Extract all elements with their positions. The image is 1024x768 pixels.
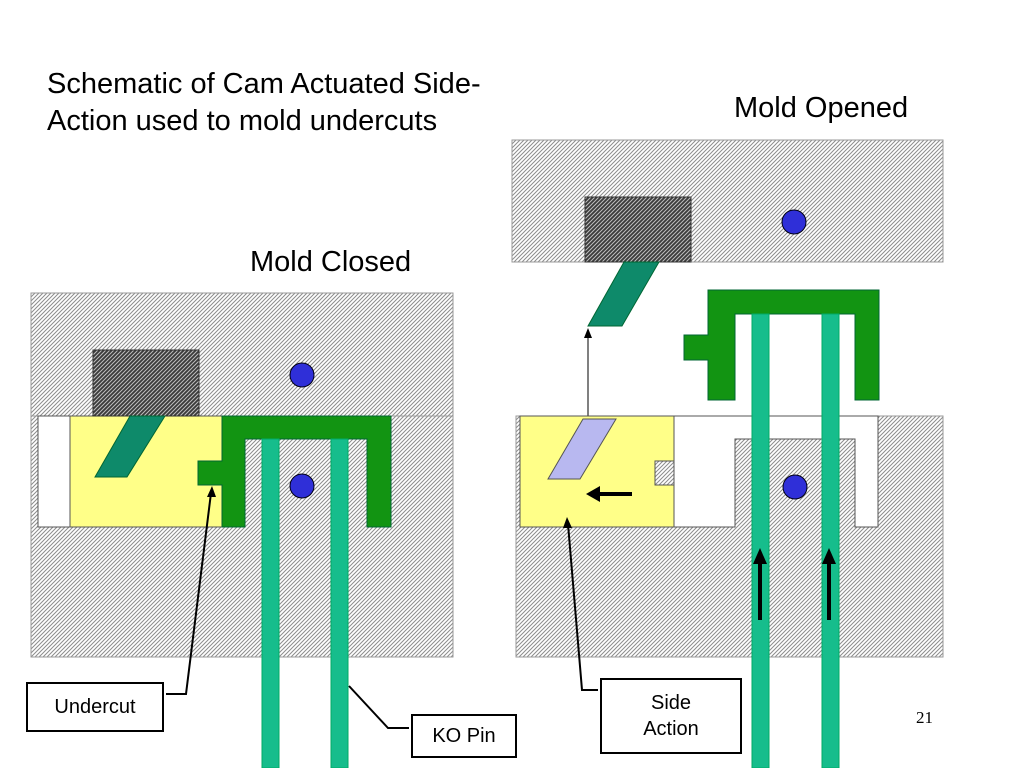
opened-ejected-part (683, 289, 880, 401)
opened-empty-cavity (673, 415, 879, 528)
side-action-leader-arrowhead (563, 517, 572, 528)
undercut-label: Undercut (54, 696, 136, 718)
opened-cam-block (584, 196, 692, 263)
closed-ko-pin-right (330, 438, 349, 768)
page-number: 21 (916, 708, 933, 727)
undercut-leader-line (166, 492, 212, 695)
side-action-callout: Side Action (600, 678, 742, 754)
slide-title: Schematic of Cam Actuated Side-Action us… (47, 68, 481, 137)
opened-top-mold-half (511, 139, 944, 263)
opened-water-line-top (781, 209, 807, 235)
closed-molded-part (197, 415, 392, 528)
side-action-leader-line (567, 523, 598, 691)
side-action-motion-arrowhead (586, 486, 600, 502)
opened-water-line-bottom (782, 474, 808, 500)
opened-cam-pin (587, 261, 660, 327)
closed-water-line-bottom (289, 473, 315, 499)
closed-cam-pin (94, 415, 166, 478)
side-action-label-line1: Side (650, 692, 692, 714)
ejection-arrow-right-head (822, 548, 836, 564)
caption-mold-closed: Mold Closed (250, 246, 412, 278)
mold-opened-assembly (511, 139, 944, 768)
undercut-leader-arrowhead (207, 486, 216, 497)
ko-pin-label: KO Pin (432, 725, 496, 747)
closed-water-line-top (289, 362, 315, 388)
ko-pin-callout: KO Pin (411, 714, 517, 758)
side-action-label-line2: Action (643, 718, 699, 740)
opened-ko-pin-left (751, 313, 770, 768)
caption-mold-opened: Mold Opened (734, 92, 909, 124)
closed-ko-pin-left (261, 438, 280, 768)
undercut-callout: Undercut (26, 682, 164, 732)
mold-closed-assembly (30, 292, 454, 768)
ejection-arrow-left-head (753, 548, 767, 564)
opened-cam-pin-hole (547, 418, 617, 480)
opening-direction-arrowhead (584, 328, 592, 338)
opened-ko-pin-right (821, 313, 840, 768)
closed-cam-block (92, 349, 200, 417)
ko-pin-leader-line (348, 685, 409, 729)
closed-slide-pocket (37, 415, 71, 528)
